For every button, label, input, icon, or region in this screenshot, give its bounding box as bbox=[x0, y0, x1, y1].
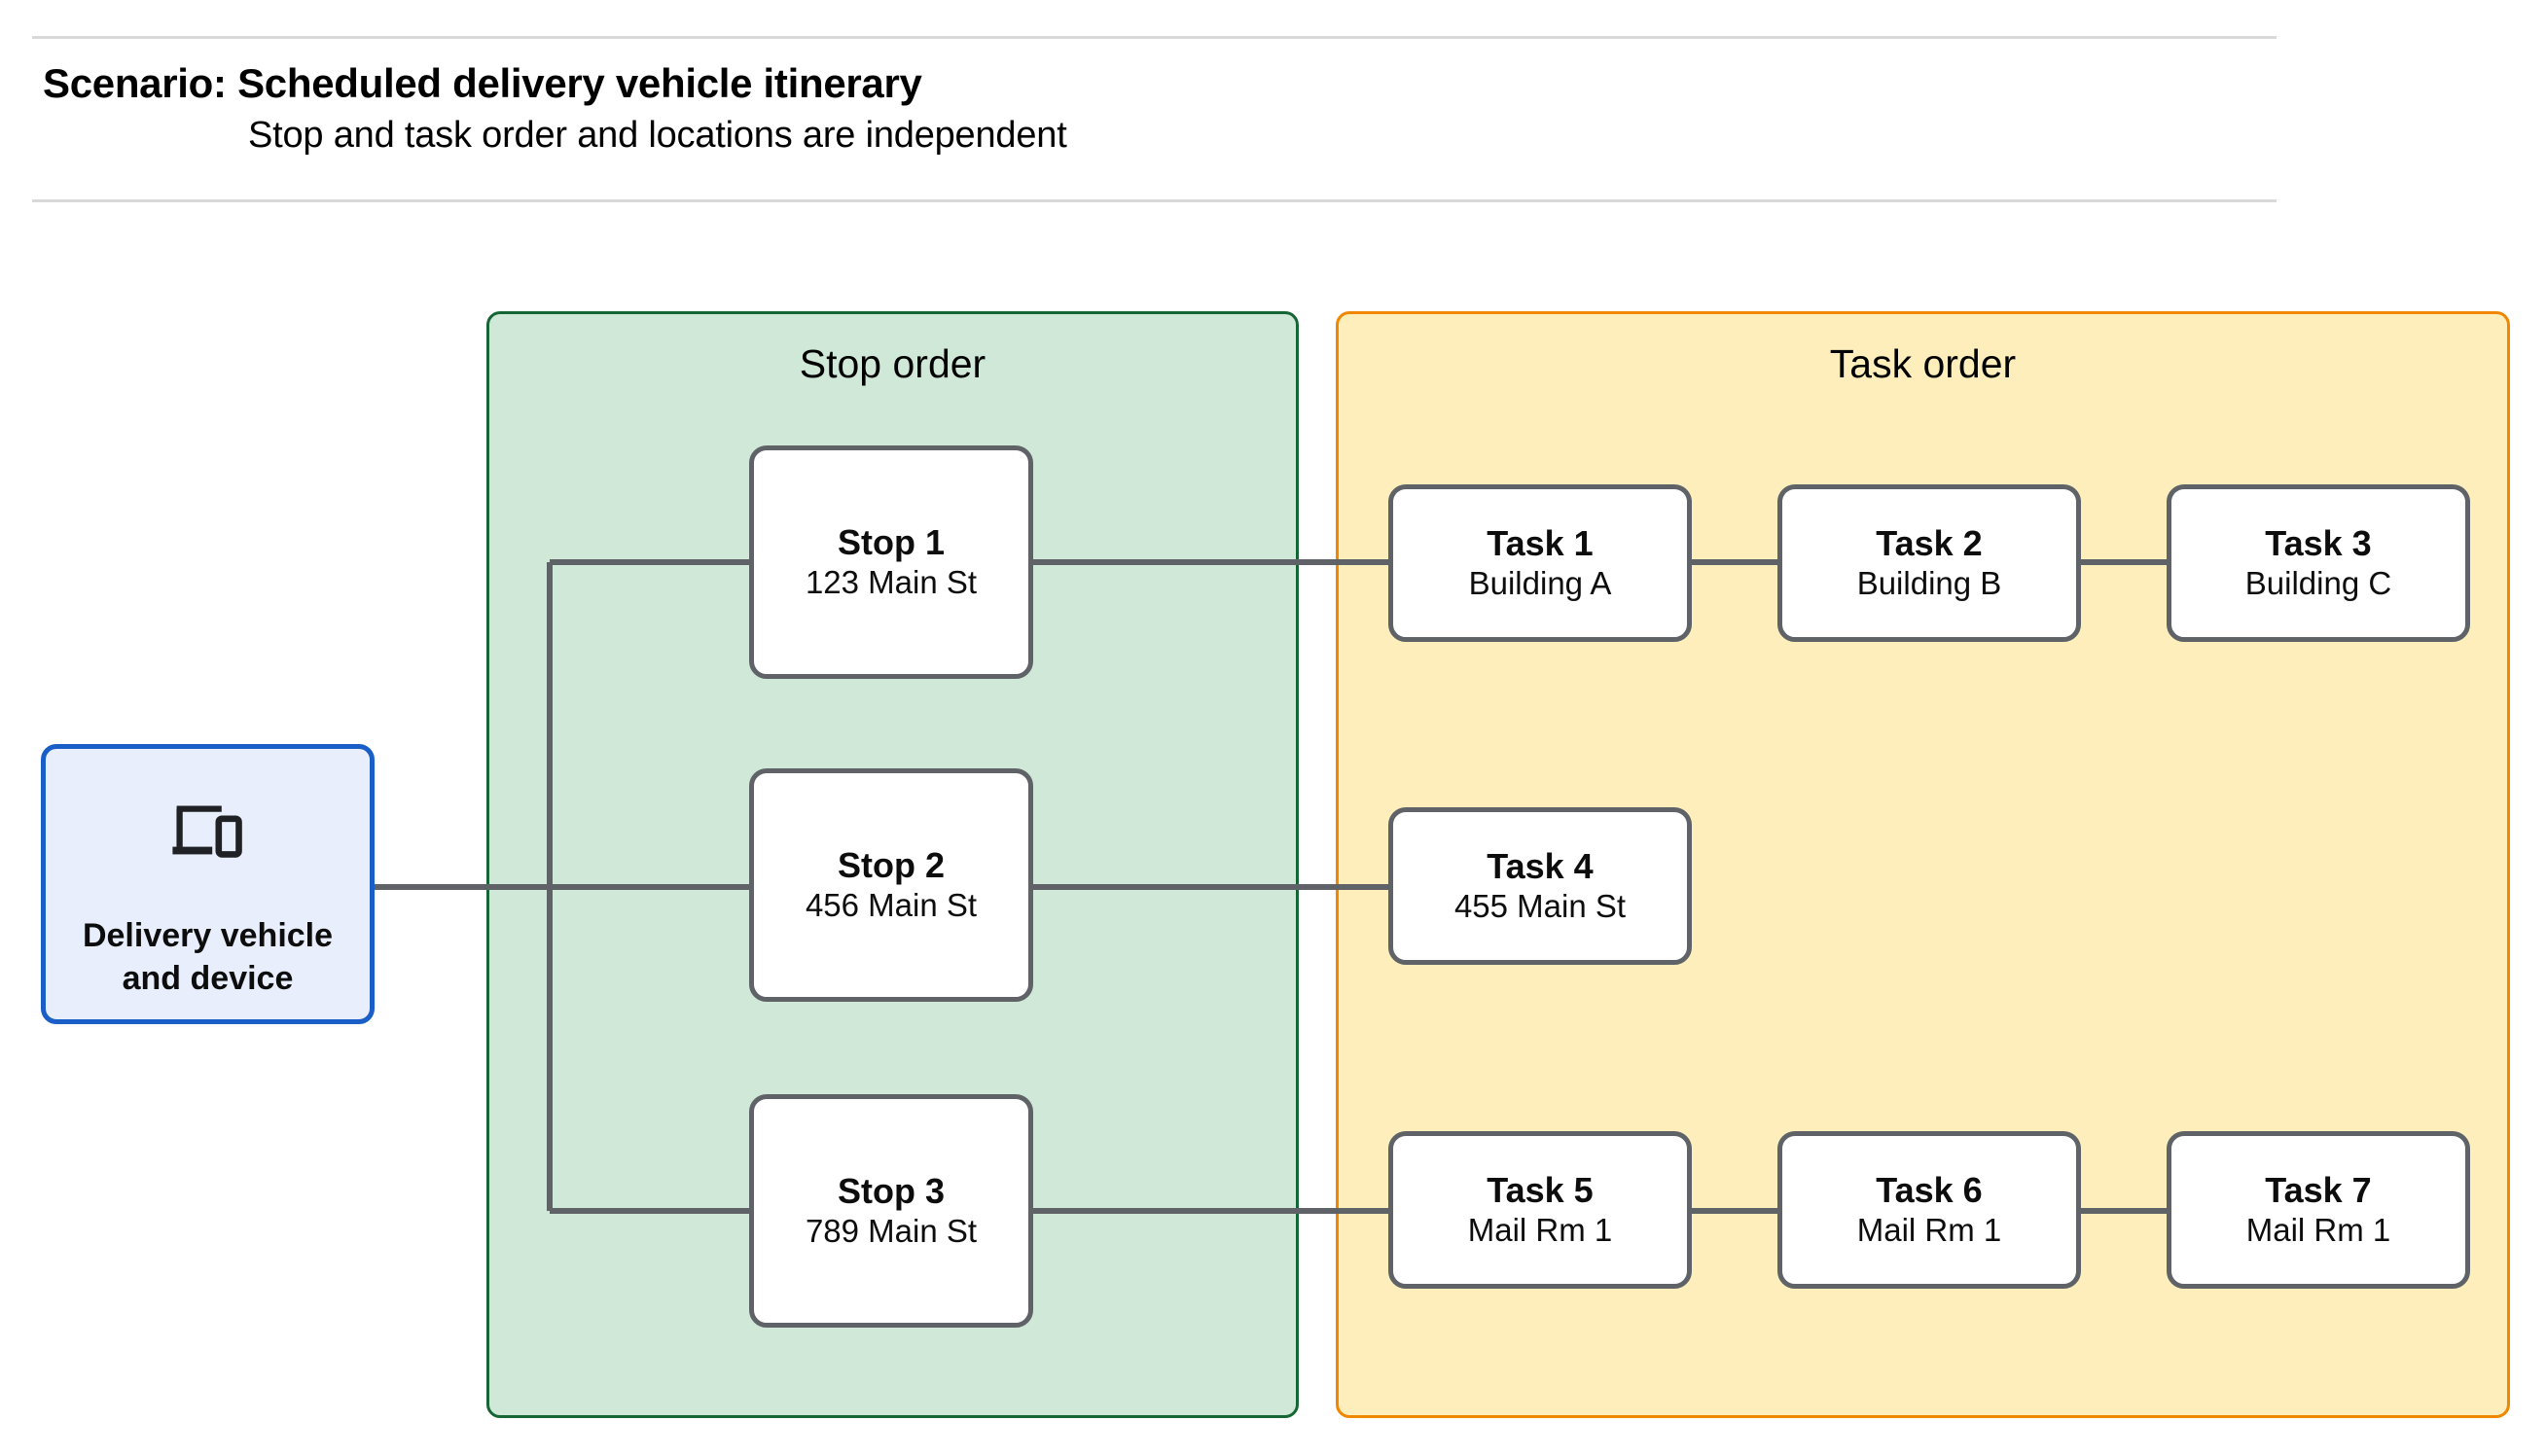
task-node-5-name: Task 5 bbox=[1487, 1169, 1594, 1210]
stop-node-1-name: Stop 1 bbox=[837, 521, 945, 562]
task-node-3[interactable]: Task 3 Building C bbox=[2167, 484, 2470, 642]
task-node-5-location: Mail Rm 1 bbox=[1467, 1212, 1613, 1249]
task-node-4-location: 455 Main St bbox=[1453, 888, 1627, 925]
task-node-2-location: Building B bbox=[1856, 565, 2002, 602]
task-node-6[interactable]: Task 6 Mail Rm 1 bbox=[1777, 1131, 2081, 1289]
task-node-3-location: Building C bbox=[2244, 565, 2392, 602]
task-node-1-name: Task 1 bbox=[1487, 522, 1594, 563]
page-title: Scenario: Scheduled delivery vehicle iti… bbox=[43, 60, 922, 106]
stop-node-2-location: 456 Main St bbox=[805, 887, 978, 924]
stop-node-3-name: Stop 3 bbox=[837, 1170, 945, 1211]
delivery-vehicle-label: Delivery vehicle and device bbox=[82, 917, 334, 998]
header-divider-top bbox=[32, 36, 2277, 39]
task-node-4-name: Task 4 bbox=[1487, 845, 1594, 886]
task-node-5[interactable]: Task 5 Mail Rm 1 bbox=[1388, 1131, 1692, 1289]
task-node-1-location: Building A bbox=[1468, 565, 1612, 602]
task-node-4[interactable]: Task 4 455 Main St bbox=[1388, 807, 1692, 965]
panel-task-order-title: Task order bbox=[1829, 341, 2017, 386]
task-node-6-location: Mail Rm 1 bbox=[1856, 1212, 2002, 1249]
task-node-7-name: Task 7 bbox=[2265, 1169, 2372, 1210]
stop-node-1[interactable]: Stop 1 123 Main St bbox=[749, 445, 1033, 679]
page-subtitle: Stop and task order and locations are in… bbox=[248, 115, 1067, 156]
delivery-vehicle-node[interactable]: Delivery vehicle and device bbox=[41, 744, 375, 1024]
panel-stop-order-title: Stop order bbox=[799, 341, 986, 386]
header-divider-bottom bbox=[32, 199, 2277, 202]
stop-node-3-location: 789 Main St bbox=[805, 1213, 978, 1250]
stop-node-2[interactable]: Stop 2 456 Main St bbox=[749, 768, 1033, 1002]
task-node-1[interactable]: Task 1 Building A bbox=[1388, 484, 1692, 642]
task-node-7[interactable]: Task 7 Mail Rm 1 bbox=[2167, 1131, 2470, 1289]
task-node-6-name: Task 6 bbox=[1876, 1169, 1983, 1210]
task-node-2[interactable]: Task 2 Building B bbox=[1777, 484, 2081, 642]
stop-node-2-name: Stop 2 bbox=[837, 844, 945, 885]
task-node-2-name: Task 2 bbox=[1876, 522, 1983, 563]
stop-node-1-location: 123 Main St bbox=[805, 564, 978, 601]
devices-icon bbox=[170, 805, 246, 864]
task-node-3-name: Task 3 bbox=[2265, 522, 2372, 563]
task-node-7-location: Mail Rm 1 bbox=[2245, 1212, 2391, 1249]
stop-node-3[interactable]: Stop 3 789 Main St bbox=[749, 1094, 1033, 1328]
